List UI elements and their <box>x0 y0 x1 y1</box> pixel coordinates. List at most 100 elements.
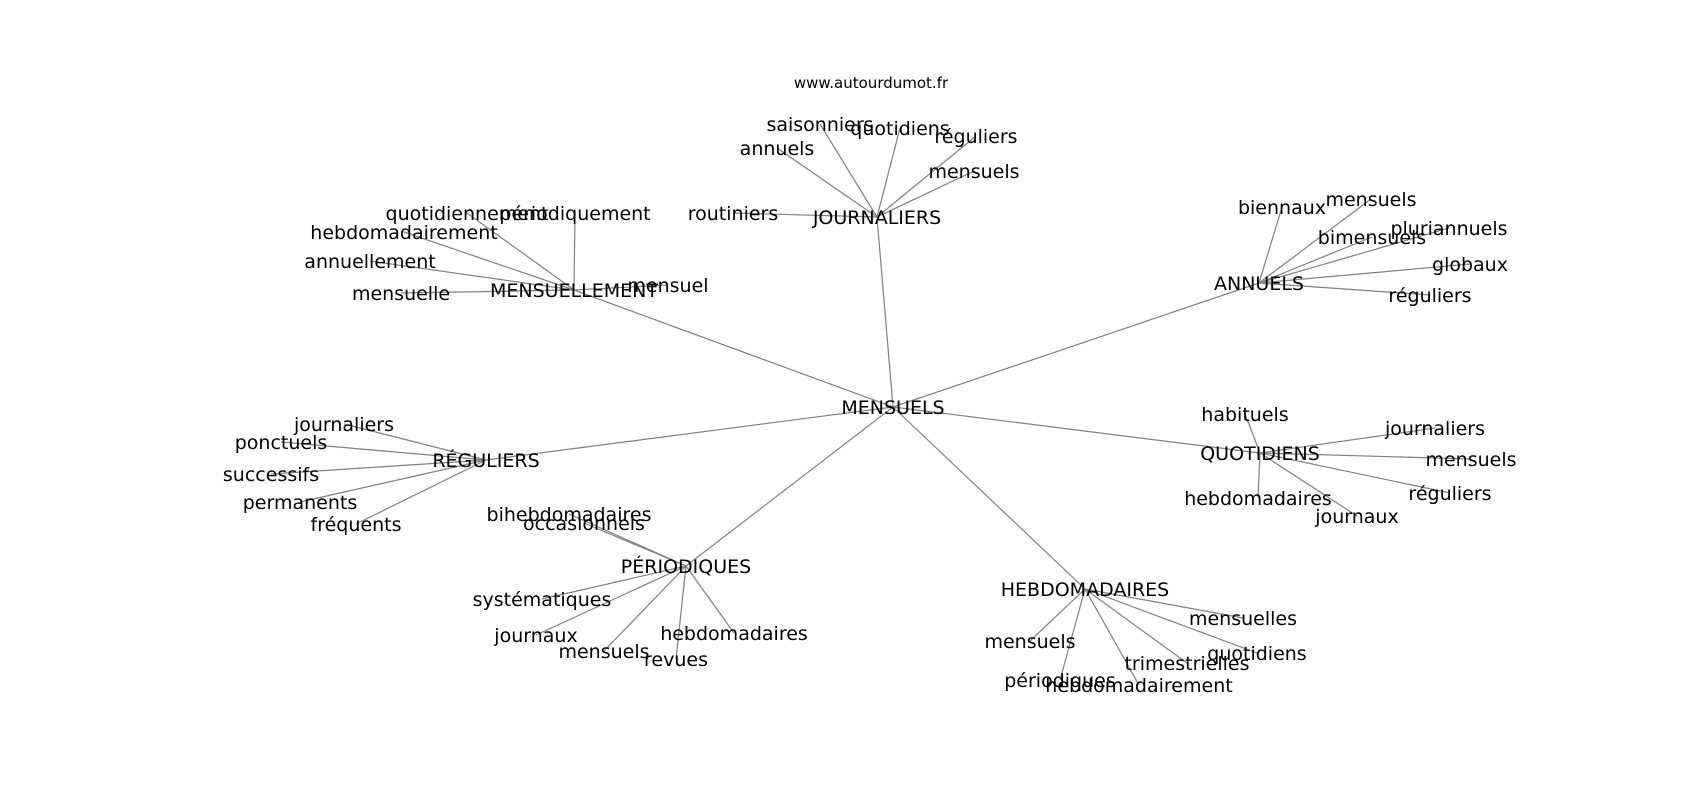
leaf-node-label: permanents <box>243 492 358 514</box>
edge-quotidiens-leaf-0 <box>1244 413 1261 454</box>
leaf-node-label: mensuels <box>984 631 1075 653</box>
edge-annuels-leaf-0 <box>1258 206 1283 284</box>
leaf-node-label: réguliers <box>1408 483 1491 505</box>
edge-mensuellement-leaf-1 <box>573 212 576 291</box>
edge-hebdomadaires-leaf-5 <box>1084 588 1140 686</box>
leaf-node-label: annuels <box>740 138 815 160</box>
leaf-node-label: mensuels <box>928 161 1019 183</box>
edge-hebdomadaires-leaf-2 <box>1029 588 1086 642</box>
edge-reguliers-leaf-1 <box>280 441 487 461</box>
site-watermark: www.autourdumot.fr <box>794 74 949 92</box>
leaf-node-label: mensuels <box>558 641 649 663</box>
leaf-node-label: journaliers <box>293 414 394 436</box>
hub-node-label-annuels: ANNUELS <box>1214 273 1304 295</box>
edge-quotidiens-leaf-4 <box>1257 452 1261 499</box>
edge-journaliers-leaf-0 <box>819 123 878 218</box>
leaf-node-label: systématiques <box>473 589 612 611</box>
edge-quotidiens-leaf-1 <box>1259 427 1436 454</box>
edge-center-annuels <box>892 282 1260 408</box>
edge-journaliers-leaf-1 <box>876 127 901 218</box>
leaf-node-label: annuellement <box>304 251 435 273</box>
edge-mensuellement-leaf-2 <box>403 231 575 291</box>
leaf-node-label: ponctuels <box>235 432 328 454</box>
edge-reguliers-leaf-4 <box>355 459 487 525</box>
leaf-node-label: hebdomadaires <box>1184 488 1332 510</box>
leaf-node-label: mensuel <box>627 275 708 297</box>
leaf-node-label: bimensuels <box>1318 227 1426 249</box>
edge-annuels-leaf-3 <box>1258 227 1450 284</box>
leaf-node-label: hebdomadairement <box>1045 675 1232 697</box>
edge-annuels-leaf-2 <box>1258 236 1373 284</box>
edge-annuels-leaf-1 <box>1258 198 1372 284</box>
edges-layer <box>270 123 1472 686</box>
leaf-node-label: quotidiens <box>850 118 949 140</box>
edge-mensuellement-leaf-0 <box>466 212 575 291</box>
edge-center-reguliers <box>485 406 894 461</box>
hub-node-label-journaliers: JOURNALIERS <box>812 207 941 229</box>
edge-periodiques-leaf-1 <box>583 522 687 567</box>
leaf-node-label: mensuelles <box>1189 608 1297 630</box>
leaf-node-label: globaux <box>1432 254 1508 276</box>
edge-center-mensuellement <box>573 289 894 408</box>
edge-mensuellement-leaf-5 <box>573 284 669 291</box>
edge-annuels-leaf-4 <box>1258 263 1471 284</box>
edge-mensuellement-leaf-4 <box>400 289 575 294</box>
edge-reguliers-leaf-2 <box>270 459 487 475</box>
hub-node-label-reguliers: RÉGULIERS <box>432 449 539 472</box>
leaf-node-label: quotidiens <box>1207 643 1306 665</box>
hub-node-label-hebdomadaires: HEBDOMADAIRES <box>1001 579 1169 601</box>
edge-center-quotidiens <box>892 406 1261 454</box>
leaf-node-label: périodiques <box>1004 670 1116 692</box>
leaf-node-label: mensuelle <box>352 283 450 305</box>
edge-hebdomadaires-leaf-4 <box>1059 588 1086 681</box>
edge-journaliers-leaf-3 <box>776 147 878 218</box>
leaf-node-label: pluriannuels <box>1390 218 1507 240</box>
edge-periodiques-leaf-5 <box>675 565 687 660</box>
leaf-node-label: fréquents <box>311 514 402 536</box>
leaf-node-label: saisonniers <box>766 114 873 136</box>
edge-quotidiens-leaf-3 <box>1259 452 1451 494</box>
edge-hebdomadaires-leaf-0 <box>1084 588 1244 619</box>
leaf-node-label: routiniers <box>688 203 779 225</box>
edge-quotidiens-leaf-2 <box>1259 452 1472 460</box>
leaf-node-label: journaliers <box>1384 418 1485 440</box>
edge-periodiques-leaf-6 <box>685 565 735 634</box>
edge-center-journaliers <box>876 216 894 408</box>
leaf-node-label: périodiquement <box>499 203 650 225</box>
edge-annuels-leaf-5 <box>1258 282 1431 296</box>
edge-journaliers-leaf-5 <box>732 212 878 218</box>
edge-periodiques-leaf-4 <box>603 565 687 652</box>
leaf-node-label: habituels <box>1201 404 1288 426</box>
leaf-node-label: hebdomadairement <box>310 222 497 244</box>
edge-reguliers-leaf-3 <box>299 459 487 503</box>
leaf-node-label: bihebdomadaires <box>487 504 652 526</box>
edge-hebdomadaires-leaf-3 <box>1084 588 1188 664</box>
edge-periodiques-leaf-2 <box>541 565 687 600</box>
edge-hebdomadaires-leaf-1 <box>1084 588 1258 654</box>
leaf-node-label: réguliers <box>1388 285 1471 307</box>
edge-quotidiens-leaf-5 <box>1259 452 1358 517</box>
leaf-node-label: revues <box>644 649 708 671</box>
labels-layer: saisonniersquotidiensréguliersannuelsmen… <box>223 114 1517 697</box>
hub-node-label-quotidiens: QUOTIDIENS <box>1200 443 1320 465</box>
edge-center-hebdomadaires <box>892 406 1086 590</box>
leaf-node-label: mensuels <box>1325 189 1416 211</box>
leaf-node-label: quotidiennement <box>386 203 549 225</box>
edge-reguliers-leaf-0 <box>343 423 487 461</box>
edge-periodiques-leaf-3 <box>535 565 687 636</box>
edge-journaliers-leaf-2 <box>876 135 977 218</box>
leaf-node-label: journaux <box>1314 506 1398 528</box>
leaf-node-label: occasionnels <box>523 513 645 535</box>
leaf-node-label: successifs <box>223 464 319 486</box>
edge-journaliers-leaf-4 <box>876 170 975 218</box>
leaf-node-label: trimestrielles <box>1124 653 1249 675</box>
hub-node-label-periodiques: PÉRIODIQUES <box>621 555 751 578</box>
edge-mensuellement-leaf-3 <box>369 260 575 291</box>
leaf-node-label: hebdomadaires <box>660 623 808 645</box>
leaf-node-label: mensuels <box>1425 449 1516 471</box>
center-node-label: MENSUELS <box>841 397 944 419</box>
leaf-node-label: réguliers <box>934 126 1017 148</box>
edge-center-periodiques <box>685 406 894 567</box>
leaf-node-label: journaux <box>493 625 577 647</box>
